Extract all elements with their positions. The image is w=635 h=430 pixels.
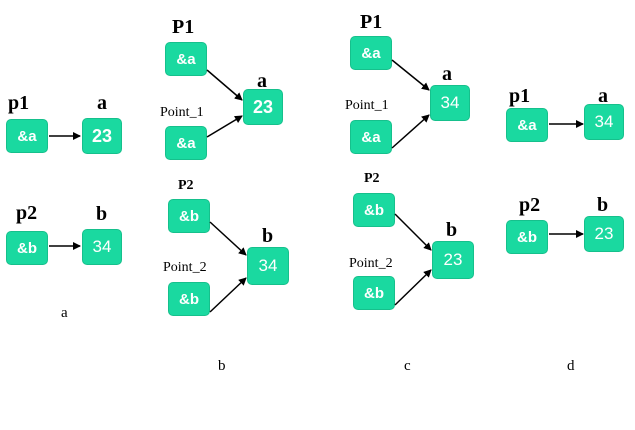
pointer-box-Point_1: &a (165, 126, 207, 160)
value-box-a: 34 (430, 85, 470, 121)
label-a: a (97, 92, 107, 114)
pointer-box-p1: &a (506, 108, 548, 142)
pointer-box-Point_1: &a (350, 120, 392, 154)
label-P1: P1 (172, 16, 195, 38)
arrow-P2-to-b (209, 221, 247, 256)
caption-b: b (218, 358, 226, 374)
pointer-box-P1: &a (165, 42, 207, 76)
pointer-box-p2: &b (6, 231, 48, 265)
value-box-b: 23 (432, 241, 474, 279)
caption-c: c (404, 358, 411, 374)
label-b: b (262, 225, 274, 247)
value-box-b: 34 (247, 247, 289, 285)
pointer-box-p1: &a (6, 119, 48, 153)
label-p2: p2 (16, 202, 38, 224)
label-p1: p1 (8, 92, 30, 114)
label-b: b (96, 203, 108, 225)
caption-d: d (567, 358, 575, 374)
pointer-box-P2: &b (353, 193, 395, 227)
label-P2: P2 (364, 171, 380, 186)
arrow-Point_2-to-b (394, 269, 432, 306)
arrow-Point_1-to-a (391, 114, 430, 149)
label-Point_1: Point_1 (345, 98, 389, 113)
pointer-box-Point_2: &b (168, 282, 210, 316)
pointer-box-P2: &b (168, 199, 210, 233)
label-p2: p2 (519, 194, 541, 216)
arrow-P1-to-a (391, 59, 430, 91)
arrow-P1-to-a (206, 69, 243, 101)
value-box-a: 23 (82, 118, 122, 154)
value-box-a: 23 (243, 89, 283, 125)
label-p1: p1 (509, 85, 531, 107)
arrow-P2-to-b (394, 213, 432, 251)
label-Point_1: Point_1 (160, 105, 204, 120)
label-a: a (598, 85, 608, 107)
value-box-a: 34 (584, 104, 624, 140)
label-b: b (597, 194, 609, 216)
label-Point_2: Point_2 (349, 256, 393, 271)
label-a: a (442, 63, 452, 85)
pointer-box-Point_2: &b (353, 276, 395, 310)
label-P2: P2 (178, 178, 194, 193)
arrow-Point_1-to-a (206, 115, 243, 138)
caption-a: a (61, 305, 68, 321)
label-a: a (257, 70, 267, 92)
pointer-box-p2: &b (506, 220, 548, 254)
value-box-b: 34 (82, 229, 122, 265)
label-b: b (446, 219, 458, 241)
value-box-b: 23 (584, 216, 624, 252)
pointer-box-P1: &a (350, 36, 392, 70)
label-Point_2: Point_2 (163, 260, 207, 275)
arrow-Point_2-to-b (209, 277, 247, 313)
label-P1: P1 (360, 11, 383, 33)
